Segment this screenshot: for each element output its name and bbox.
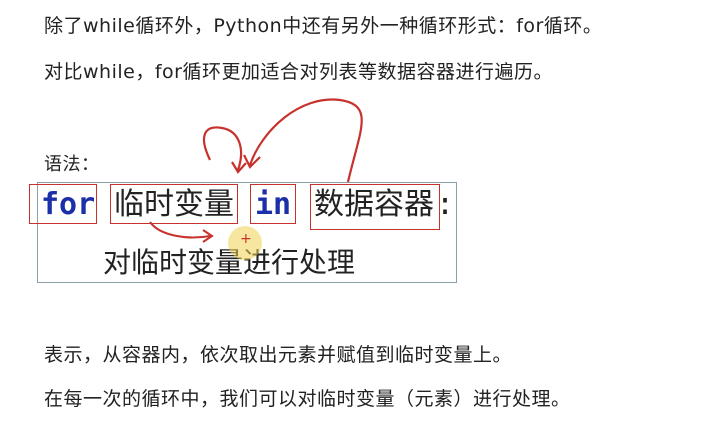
code-temp-variable: 临时变量 xyxy=(114,187,234,222)
code-block xyxy=(37,182,457,283)
cursor-crosshair-icon: + xyxy=(240,231,252,247)
arrow-variable-to-body xyxy=(149,221,211,239)
annotation-box-in xyxy=(250,184,296,224)
arrow-container-to-variable-head xyxy=(243,154,261,169)
paragraph-processing: 在每一次的循环中，我们可以对临时变量（元素）进行处理。 xyxy=(44,388,571,410)
arrow-variable-loop-head xyxy=(231,161,247,174)
arrow-container-to-variable xyxy=(248,98,363,183)
code-colon: : xyxy=(436,187,455,222)
annotation-box-container xyxy=(310,184,440,230)
paragraph-explanation: 表示，从容器内，依次取出元素并赋值到临时变量上。 xyxy=(44,344,513,366)
arrow-variable-loop xyxy=(202,126,243,171)
paragraph-intro: 除了while循环外，Python中还有另外一种循环形式：for循环。 xyxy=(44,15,603,37)
cursor-highlight xyxy=(228,226,262,260)
arrow-variable-to-body-head xyxy=(202,229,214,243)
annotation-box-variable xyxy=(110,184,238,224)
paragraph-comparison: 对比while，for循环更加适合对列表等数据容器进行遍历。 xyxy=(44,61,553,83)
code-data-container: 数据容器 xyxy=(314,187,434,222)
syntax-label: 语法： xyxy=(44,154,100,175)
annotation-box-for xyxy=(29,184,97,224)
code-loop-body: 对临时变量进行处理 xyxy=(103,246,356,279)
code-keyword-for: for xyxy=(41,187,96,222)
code-keyword-in: in xyxy=(255,187,292,222)
